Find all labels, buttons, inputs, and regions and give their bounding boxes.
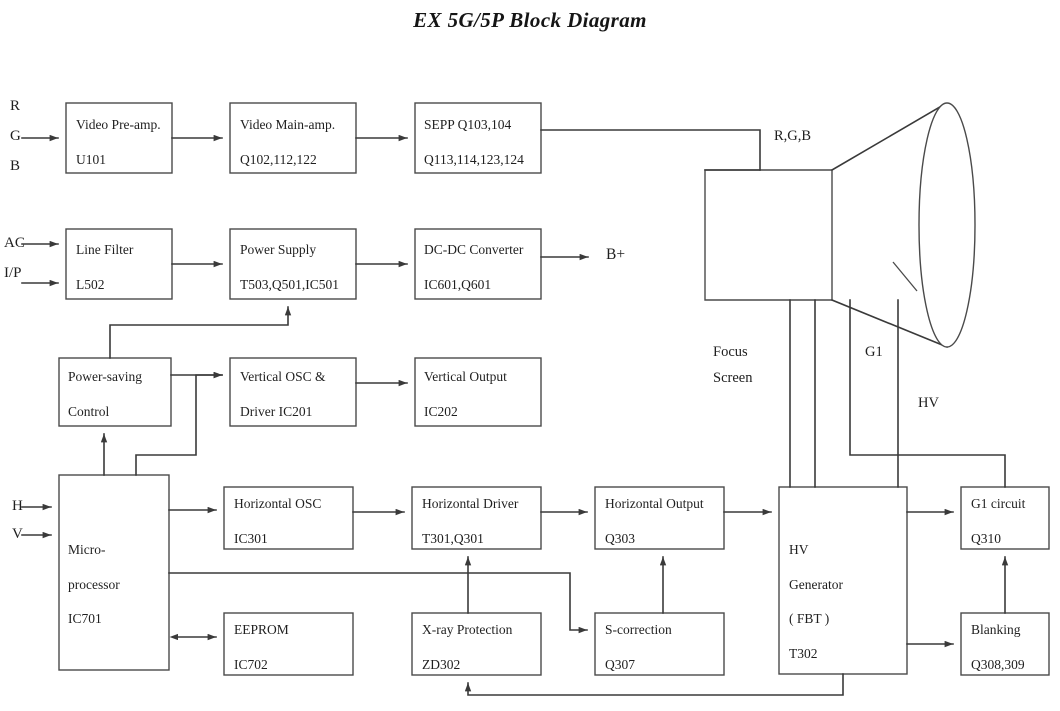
- wire-crt-g1-to-g1circuit: [849, 299, 1006, 488]
- page-title: EX 5G/5P Block Diagram: [413, 8, 647, 32]
- crt-funnel-top: [830, 102, 947, 172]
- box-blanking: [960, 612, 1050, 676]
- signal-label-screen: Screen: [713, 370, 753, 386]
- box-horizontal-output: [594, 486, 725, 550]
- signal-label-v: V: [12, 526, 23, 542]
- crt-screen-face: [918, 102, 976, 348]
- box-vertical-output: [414, 357, 542, 427]
- box-sepp: [414, 102, 542, 174]
- signal-label-rgb-out: R,G,B: [774, 128, 812, 144]
- box-dc-dc-converter: [414, 228, 542, 300]
- box-video-preamp: [65, 102, 173, 174]
- box-video-mainamp: [229, 102, 357, 174]
- box-xray-protection: [411, 612, 542, 676]
- signal-label-hv: HV: [918, 395, 939, 411]
- box-eeprom: [223, 612, 354, 676]
- signal-label-focus: Focus: [713, 344, 748, 360]
- box-horizontal-osc: [223, 486, 354, 550]
- signal-label-g: G: [10, 128, 21, 144]
- crt-notch-detail: [892, 261, 918, 292]
- wire-micro-to-scorrection: [168, 572, 588, 634]
- signal-label-ip: I/P: [4, 265, 22, 281]
- box-power-supply: [229, 228, 357, 300]
- crt-body: [704, 169, 833, 301]
- box-vertical-osc: [229, 357, 357, 427]
- wire-sepp-to-crt: [540, 129, 761, 171]
- wire-micro-to-verticalosc: [135, 371, 223, 476]
- box-microprocessor: [58, 474, 170, 671]
- wire-powersaving-to-powersupply: [109, 306, 292, 359]
- signal-label-r: R: [10, 98, 21, 114]
- signal-label-g1: G1: [865, 344, 883, 360]
- signal-label-ac: AC: [4, 235, 25, 251]
- signal-label-bplus: B+: [606, 246, 626, 263]
- box-hv-generator: [778, 486, 908, 675]
- box-line-filter: [65, 228, 173, 300]
- box-horizontal-driver: [411, 486, 542, 550]
- box-power-saving: [58, 357, 172, 427]
- crt-funnel-bottom: [830, 298, 949, 349]
- signal-label-b: B: [10, 158, 21, 174]
- signal-label-h: H: [12, 498, 23, 514]
- box-s-correction: [594, 612, 725, 676]
- wire-hvgenerator-feedback-to-xray: [464, 673, 844, 696]
- box-g1-circuit: [960, 486, 1050, 550]
